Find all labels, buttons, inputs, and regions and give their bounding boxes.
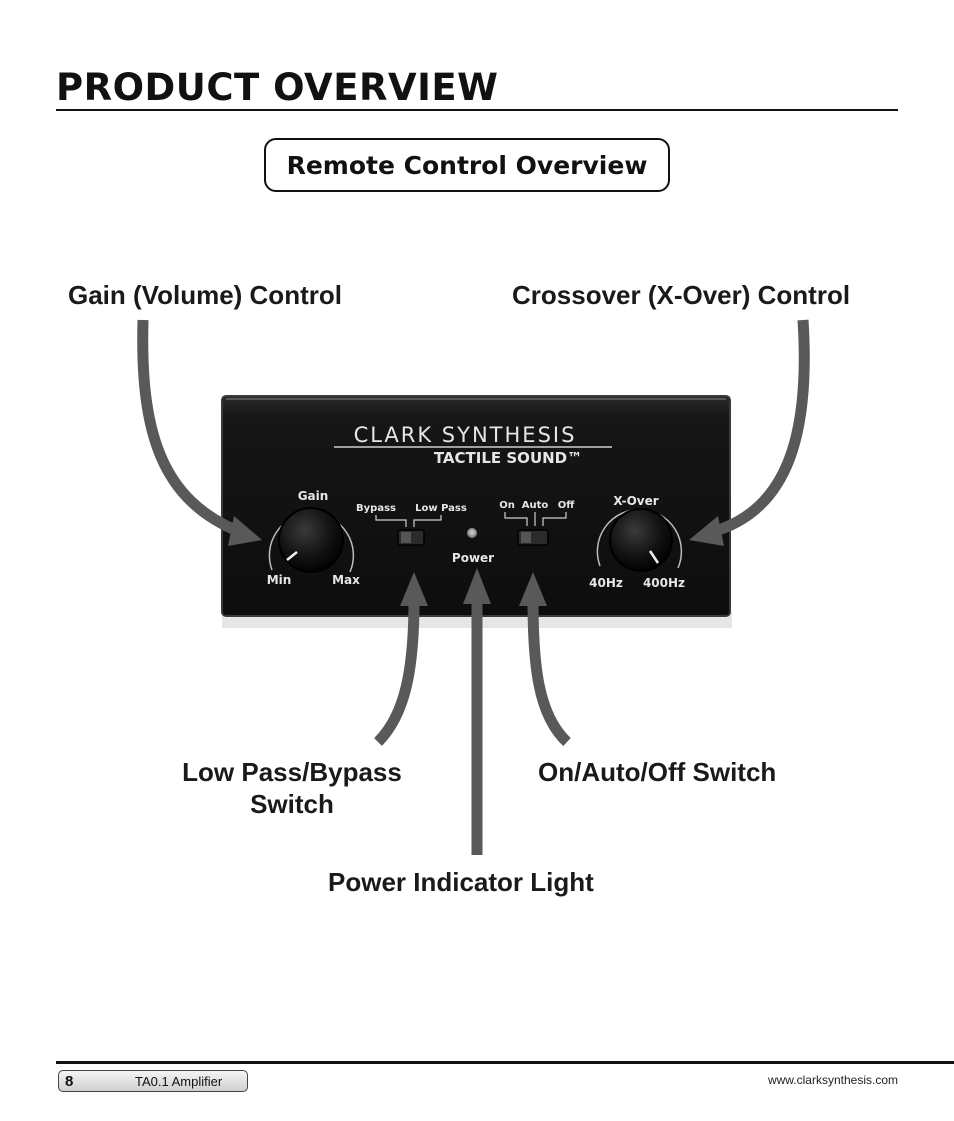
gain-arrowhead [228,516,262,546]
on-auto-off-arrowhead [519,572,547,606]
on-auto-off-switch-toggle [521,532,531,543]
crossover-arrow-shaft [710,319,810,538]
xover-label: X-Over [613,494,658,508]
gain-min-label: Min [267,573,292,587]
auto-label: Auto [522,500,549,511]
section-title: Remote Control Overview [286,150,648,180]
low-pass-bypass-callout: Low Pass/Bypass Switch [170,756,414,820]
footer-rule [56,1061,954,1064]
xover-knob-indicator [648,550,660,564]
low-pass-label: Low Pass [415,503,467,514]
low-pass-bypass-arrowhead [400,572,428,606]
xover-max-label: 400Hz [643,576,685,590]
power-indicator-light [467,528,477,538]
brand-line2: TACTILE SOUND™ [434,449,582,467]
on-auto-off-callout: On/Auto/Off Switch [538,757,777,787]
low-pass-bypass-callout-line1: Low Pass/Bypass [182,757,402,787]
on-auto-off-switch-bracket [504,512,567,526]
bypass-switch-bracket [375,515,442,527]
gain-knob[interactable] [278,507,344,573]
power-light-arrowhead [463,568,491,604]
power-label: Power [452,551,494,565]
low-pass-bypass-switch-toggle [401,532,411,543]
footer-url[interactable]: www.clarksynthesis.com [767,1073,898,1087]
document-name: TA0.1 Amplifier [135,1073,223,1089]
on-auto-off-arrow-shaft [527,599,571,747]
footer-tab: 8 TA0.1 Amplifier [58,1070,248,1092]
low-pass-bypass-arrow-shaft [373,599,420,746]
gain-knob-indicator [286,551,298,561]
brand-line1: CLARK SYNTHESIS [354,423,577,447]
xover-knob[interactable] [609,508,673,572]
gain-max-label: Max [332,573,360,587]
page-title: PRODUCT OVERVIEW [56,66,499,109]
section-title-box: Remote Control Overview [264,138,670,192]
low-pass-bypass-callout-line2: Switch [250,789,334,819]
gain-label: Gain [298,489,329,503]
off-label: Off [558,500,576,511]
gain-callout: Gain (Volume) Control [68,280,342,310]
xover-min-label: 40Hz [589,576,623,590]
power-light-callout: Power Indicator Light [328,867,594,897]
crossover-arrowhead [689,516,724,546]
title-rule [56,109,898,111]
bypass-label: Bypass [356,503,396,514]
page-number: 8 [65,1072,74,1090]
crossover-callout: Crossover (X-Over) Control [512,280,851,310]
gain-arrow-shaft [137,319,243,538]
on-label: On [499,500,515,511]
